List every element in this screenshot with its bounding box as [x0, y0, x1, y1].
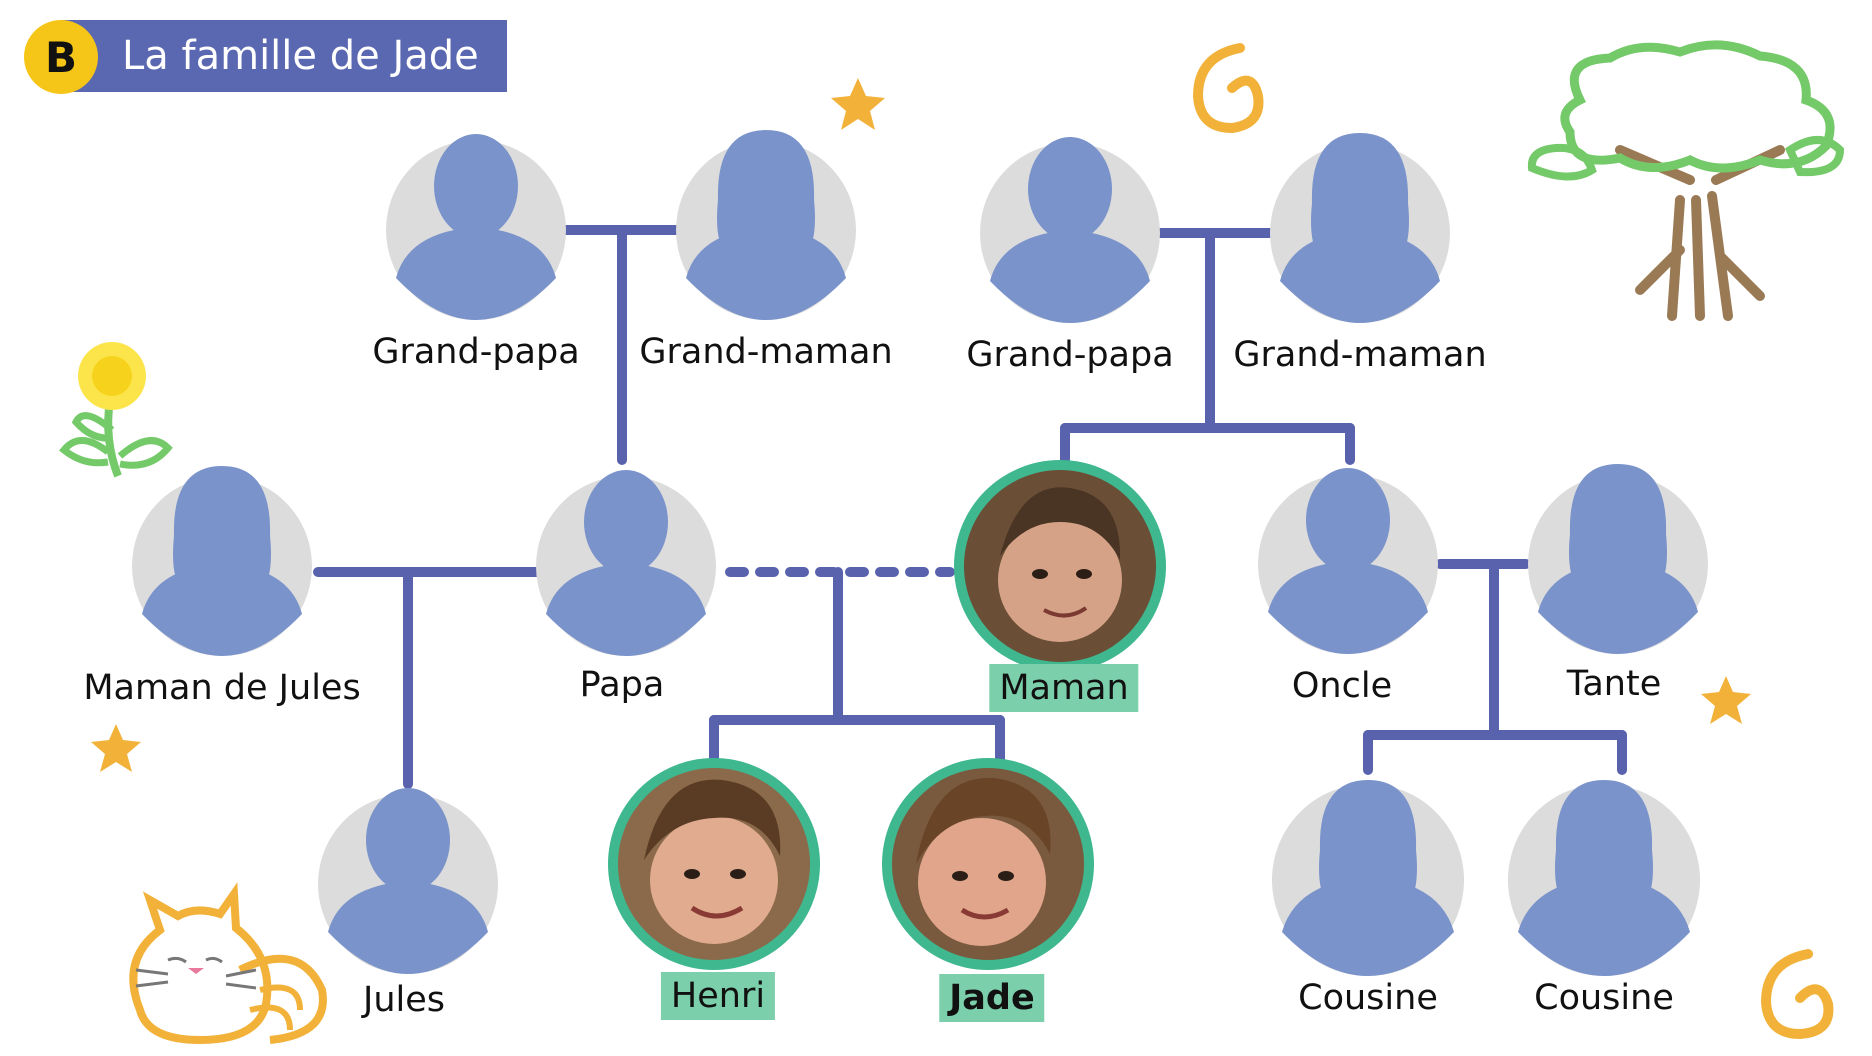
avatar-tante — [1528, 464, 1708, 654]
flower-icon — [59, 342, 173, 478]
avatar-cousine-2 — [1508, 780, 1700, 976]
avatar-papa — [536, 470, 716, 656]
swirl-icon — [1760, 949, 1834, 1040]
cat-icon — [129, 882, 327, 1045]
label-papa: Papa — [579, 665, 665, 705]
avatar-gp-maternal — [980, 137, 1160, 323]
avatar-jules — [318, 788, 498, 974]
star-icon — [91, 724, 141, 772]
photo-maman — [954, 460, 1166, 672]
avatar-gm-paternal — [676, 130, 856, 320]
avatar-gm-maternal — [1270, 133, 1450, 323]
label-gp-maternal: Grand-papa — [966, 335, 1174, 375]
star-icon — [831, 78, 885, 130]
label-cousine-2: Cousine — [1534, 978, 1674, 1018]
header-title: La famille de Jade — [60, 20, 507, 92]
label-jade: Jade — [939, 974, 1045, 1022]
label-tante: Tante — [1566, 664, 1662, 704]
avatar-maman-jules — [132, 466, 312, 656]
label-cousine-1: Cousine — [1298, 978, 1438, 1018]
label-oncle: Oncle — [1291, 666, 1393, 706]
label-gm-maternal: Grand-maman — [1233, 335, 1487, 375]
label-gm-paternal: Grand-maman — [639, 332, 893, 372]
avatar-gp-paternal — [386, 134, 566, 320]
avatar-cousine-1 — [1272, 780, 1464, 976]
swirl-icon — [1192, 43, 1264, 134]
label-maman-jules: Maman de Jules — [83, 668, 361, 708]
section-badge: B — [24, 20, 98, 94]
tree-connectors — [313, 225, 1627, 789]
label-gp-paternal: Grand-papa — [372, 332, 580, 372]
photo-jade — [882, 758, 1094, 970]
tree-icon — [1527, 40, 1845, 321]
photo-henri — [608, 758, 820, 970]
label-henri: Henri — [660, 972, 776, 1020]
label-jules: Jules — [363, 980, 445, 1020]
avatar-oncle — [1258, 468, 1438, 654]
label-maman: Maman — [989, 664, 1139, 712]
star-icon — [1701, 676, 1751, 724]
